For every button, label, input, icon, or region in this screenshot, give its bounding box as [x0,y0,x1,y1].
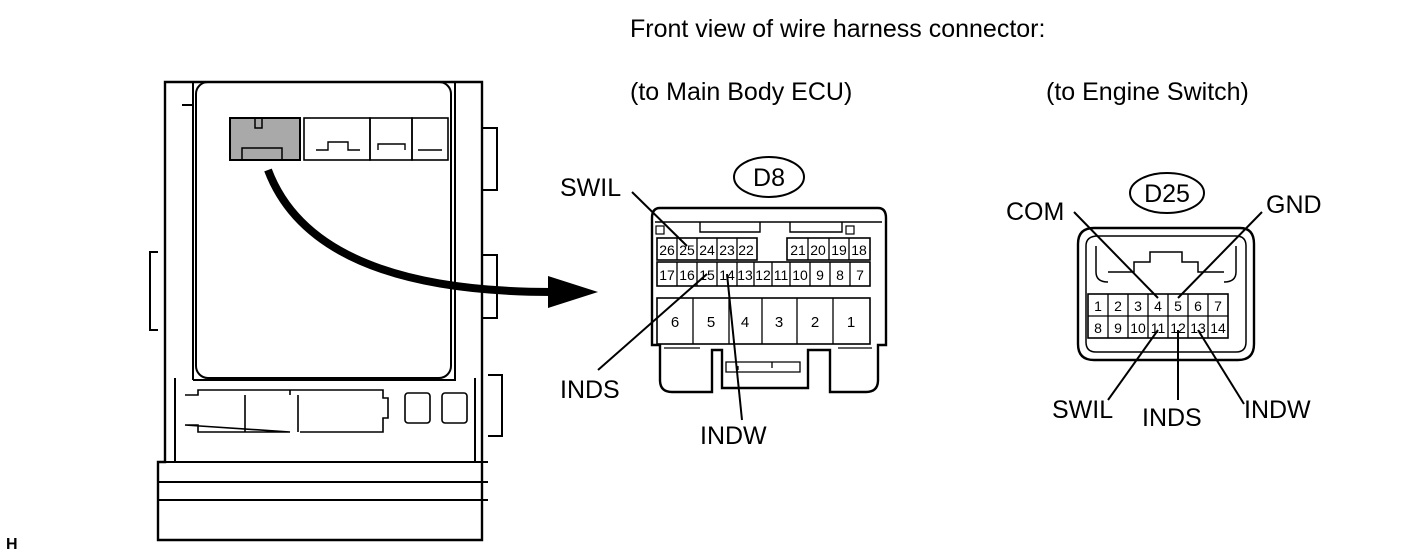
d8-pin-11: 11 [774,267,789,283]
d8-pin-3: 3 [775,314,783,331]
d8-pin-24: 24 [699,242,715,258]
d25-pin-3: 3 [1134,298,1142,314]
diagram-title: Front view of wire harness connector: [630,15,1045,43]
d8-pin-4: 4 [741,314,749,331]
d8-pin-25: 25 [679,242,695,258]
d25-pin-10: 10 [1130,320,1146,336]
d25-connector-body [1076,226,1256,362]
d8-pin-17: 17 [659,267,675,283]
d8-inds-label: INDS [560,376,620,404]
d25-callout-lines [1073,211,1263,405]
d8-pin-23: 23 [719,242,735,258]
d8-pin-19: 19 [831,242,847,258]
d25-destination-label: (to Engine Switch) [1046,78,1249,106]
d25-indw-label: INDW [1244,396,1311,424]
d25-pin-4: 4 [1154,298,1162,314]
d8-swil-label: SWIL [560,174,621,202]
d8-pin-6: 6 [671,314,679,331]
d25-pin-9: 9 [1114,320,1122,336]
d25-pin-1: 1 [1094,298,1102,314]
d25-com-label: COM [1006,198,1064,226]
d25-pin-11: 11 [1151,320,1166,336]
d8-callout-lines [597,191,743,421]
d25-pin-8: 8 [1094,320,1102,336]
junction-block [149,80,503,542]
d8-pin-7: 7 [856,267,864,283]
figure-code: H [6,536,18,553]
d8-connector-body [650,206,888,394]
d8-pin-20: 20 [810,242,826,258]
d25-pin-6: 6 [1194,298,1202,314]
d25-pin-5: 5 [1174,298,1182,314]
d8-pin-13: 13 [737,267,753,283]
highlighted-connector [229,117,301,161]
d8-pin-26: 26 [659,242,675,258]
d25-gnd-label: GND [1266,191,1322,219]
d25-pin-13: 13 [1190,320,1206,336]
d8-code: D8 [753,164,785,192]
d25-pin-14: 14 [1210,320,1226,336]
d8-pin-21: 21 [790,242,806,258]
d8-pin-labels: 26 25 24 23 22 21 20 19 18 17 16 15 14 1… [659,242,867,331]
d8-pin-18: 18 [851,242,867,258]
d8-pin-16: 16 [679,267,695,283]
d8-destination-label: (to Main Body ECU) [630,78,852,106]
d8-pin-8: 8 [836,267,844,283]
pointer-arrow [264,168,598,308]
d25-inds-label: INDS [1142,404,1202,432]
d25-pin-2: 2 [1114,298,1122,314]
d25-pin-labels: 1 2 3 4 5 6 7 8 9 10 11 12 13 14 [1094,298,1226,336]
d25-pin-7: 7 [1214,298,1222,314]
d8-indw-label: INDW [700,422,767,450]
d8-pin-5: 5 [707,314,715,331]
d25-code: D25 [1144,180,1190,208]
d8-pin-10: 10 [792,267,808,283]
d25-code-badge: D25 [1129,172,1205,214]
d25-pin-12: 12 [1170,320,1186,336]
d25-swil-label: SWIL [1052,396,1113,424]
d8-pin-1: 1 [847,314,855,331]
d8-pin-22: 22 [738,242,754,258]
d8-pin-9: 9 [816,267,824,283]
d8-pin-12: 12 [755,267,771,283]
d8-pin-2: 2 [811,314,819,331]
d8-code-badge: D8 [733,156,805,198]
